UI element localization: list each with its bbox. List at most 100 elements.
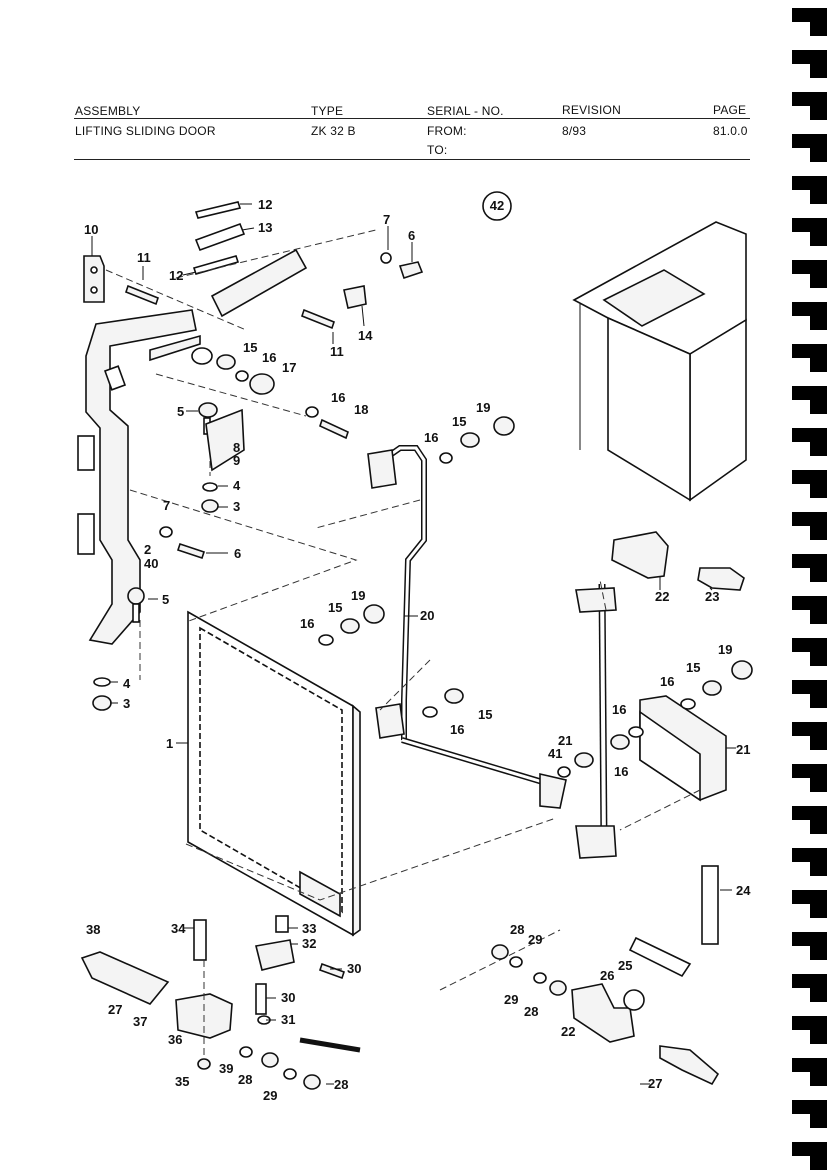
binder-tab — [792, 512, 827, 540]
binder-tab — [792, 1058, 827, 1086]
callout-38: 38 — [86, 922, 100, 937]
callout-19: 19 — [351, 588, 365, 603]
callout-40: 40 — [144, 556, 158, 571]
callout-15: 15 — [243, 340, 257, 355]
figure-number-circle — [482, 191, 512, 221]
assembly-value: LIFTING SLIDING DOOR — [75, 124, 216, 138]
hardware — [92, 252, 753, 1090]
revision-value: 8/93 — [562, 124, 587, 138]
top-slide-rail — [192, 201, 308, 318]
binder-tab — [792, 1142, 827, 1170]
callout-22: 22 — [561, 1024, 575, 1039]
figure-number: 42 — [489, 198, 505, 213]
header-bottom-rule — [74, 159, 750, 160]
callout-6: 6 — [234, 546, 241, 561]
callout-15: 15 — [452, 414, 466, 429]
housing-41 — [639, 695, 727, 802]
callout-1: 1 — [166, 736, 173, 751]
binder-tab — [792, 1016, 827, 1044]
binder-tab — [792, 680, 827, 708]
callout-22: 22 — [655, 589, 669, 604]
binder-tab — [792, 50, 827, 78]
binder-tab — [792, 722, 827, 750]
callout-39: 39 — [219, 1061, 233, 1076]
callout-labels: 1213121011761114151617516188943191615762… — [84, 197, 751, 1103]
lower-right-bracket — [571, 936, 720, 1086]
callout-33: 33 — [302, 921, 316, 936]
binder-tab — [792, 428, 827, 456]
callout-29: 29 — [528, 932, 542, 947]
binder-tab — [792, 92, 827, 120]
bracket-10 — [83, 255, 105, 303]
binder-edge — [792, 8, 827, 1170]
callout-15: 15 — [686, 660, 700, 675]
type-label: TYPE — [311, 104, 344, 118]
callout-24: 24 — [736, 883, 751, 898]
callout-11: 11 — [330, 344, 344, 359]
callout-3: 3 — [123, 696, 130, 711]
binder-tab — [792, 470, 827, 498]
binder-tab — [792, 8, 827, 36]
callout-16: 16 — [612, 702, 626, 717]
block-22-upper — [611, 531, 745, 591]
callout-28: 28 — [334, 1077, 348, 1092]
leader-lines — [91, 203, 736, 1085]
callout-37: 37 — [133, 1014, 147, 1029]
callout-12: 12 — [169, 268, 183, 283]
type-value: ZK 32 B — [311, 124, 356, 138]
callout-28: 28 — [524, 1004, 538, 1019]
binder-tab — [792, 386, 827, 414]
callout-15: 15 — [328, 600, 342, 615]
lower-left-mechanism — [80, 919, 361, 1053]
callout-20: 20 — [420, 608, 434, 623]
callout-16: 16 — [262, 350, 276, 365]
callout-18: 18 — [354, 402, 368, 417]
callout-36: 36 — [168, 1032, 182, 1047]
binder-tab — [792, 848, 827, 876]
callout-9: 9 — [233, 453, 240, 468]
callout-21: 21 — [736, 742, 750, 757]
callout-41: 41 — [548, 746, 562, 761]
header-top-rule — [74, 118, 750, 119]
callout-26: 26 — [600, 968, 614, 983]
callout-6: 6 — [408, 228, 415, 243]
callout-32: 32 — [302, 936, 316, 951]
callout-19: 19 — [476, 400, 490, 415]
diagram-drawing — [77, 191, 753, 1090]
callout-14: 14 — [358, 328, 373, 343]
cabinet-sketch — [572, 221, 747, 502]
binder-tab — [792, 176, 827, 204]
callout-16: 16 — [614, 764, 628, 779]
callout-28: 28 — [510, 922, 524, 937]
callout-12: 12 — [258, 197, 272, 212]
binder-tab — [792, 344, 827, 372]
binder-tab — [792, 974, 827, 1002]
callout-4: 4 — [233, 478, 241, 493]
callout-16: 16 — [331, 390, 345, 405]
callout-19: 19 — [718, 642, 732, 657]
callout-8: 8 — [233, 440, 240, 455]
pin-24 — [701, 865, 719, 945]
callout-27: 27 — [648, 1076, 662, 1091]
callout-7: 7 — [163, 498, 170, 513]
callout-16: 16 — [450, 722, 464, 737]
callout-30: 30 — [347, 961, 361, 976]
callout-13: 13 — [258, 220, 272, 235]
serial-label: SERIAL - NO. — [427, 104, 504, 118]
callout-16: 16 — [300, 616, 314, 631]
callout-25: 25 — [618, 958, 632, 973]
binder-tab — [792, 638, 827, 666]
callout-3: 3 — [233, 499, 240, 514]
lifting-rod — [367, 445, 427, 740]
binder-tab — [792, 596, 827, 624]
serial-to: TO: — [427, 143, 448, 157]
serial-from: FROM: — [427, 124, 467, 138]
callout-29: 29 — [504, 992, 518, 1007]
door-panel — [187, 610, 361, 937]
callout-5: 5 — [162, 592, 169, 607]
left-frame-rail — [77, 309, 201, 645]
vertical-shaft — [575, 583, 617, 859]
revision-label: REVISION — [562, 103, 621, 117]
callout-27: 27 — [108, 1002, 122, 1017]
